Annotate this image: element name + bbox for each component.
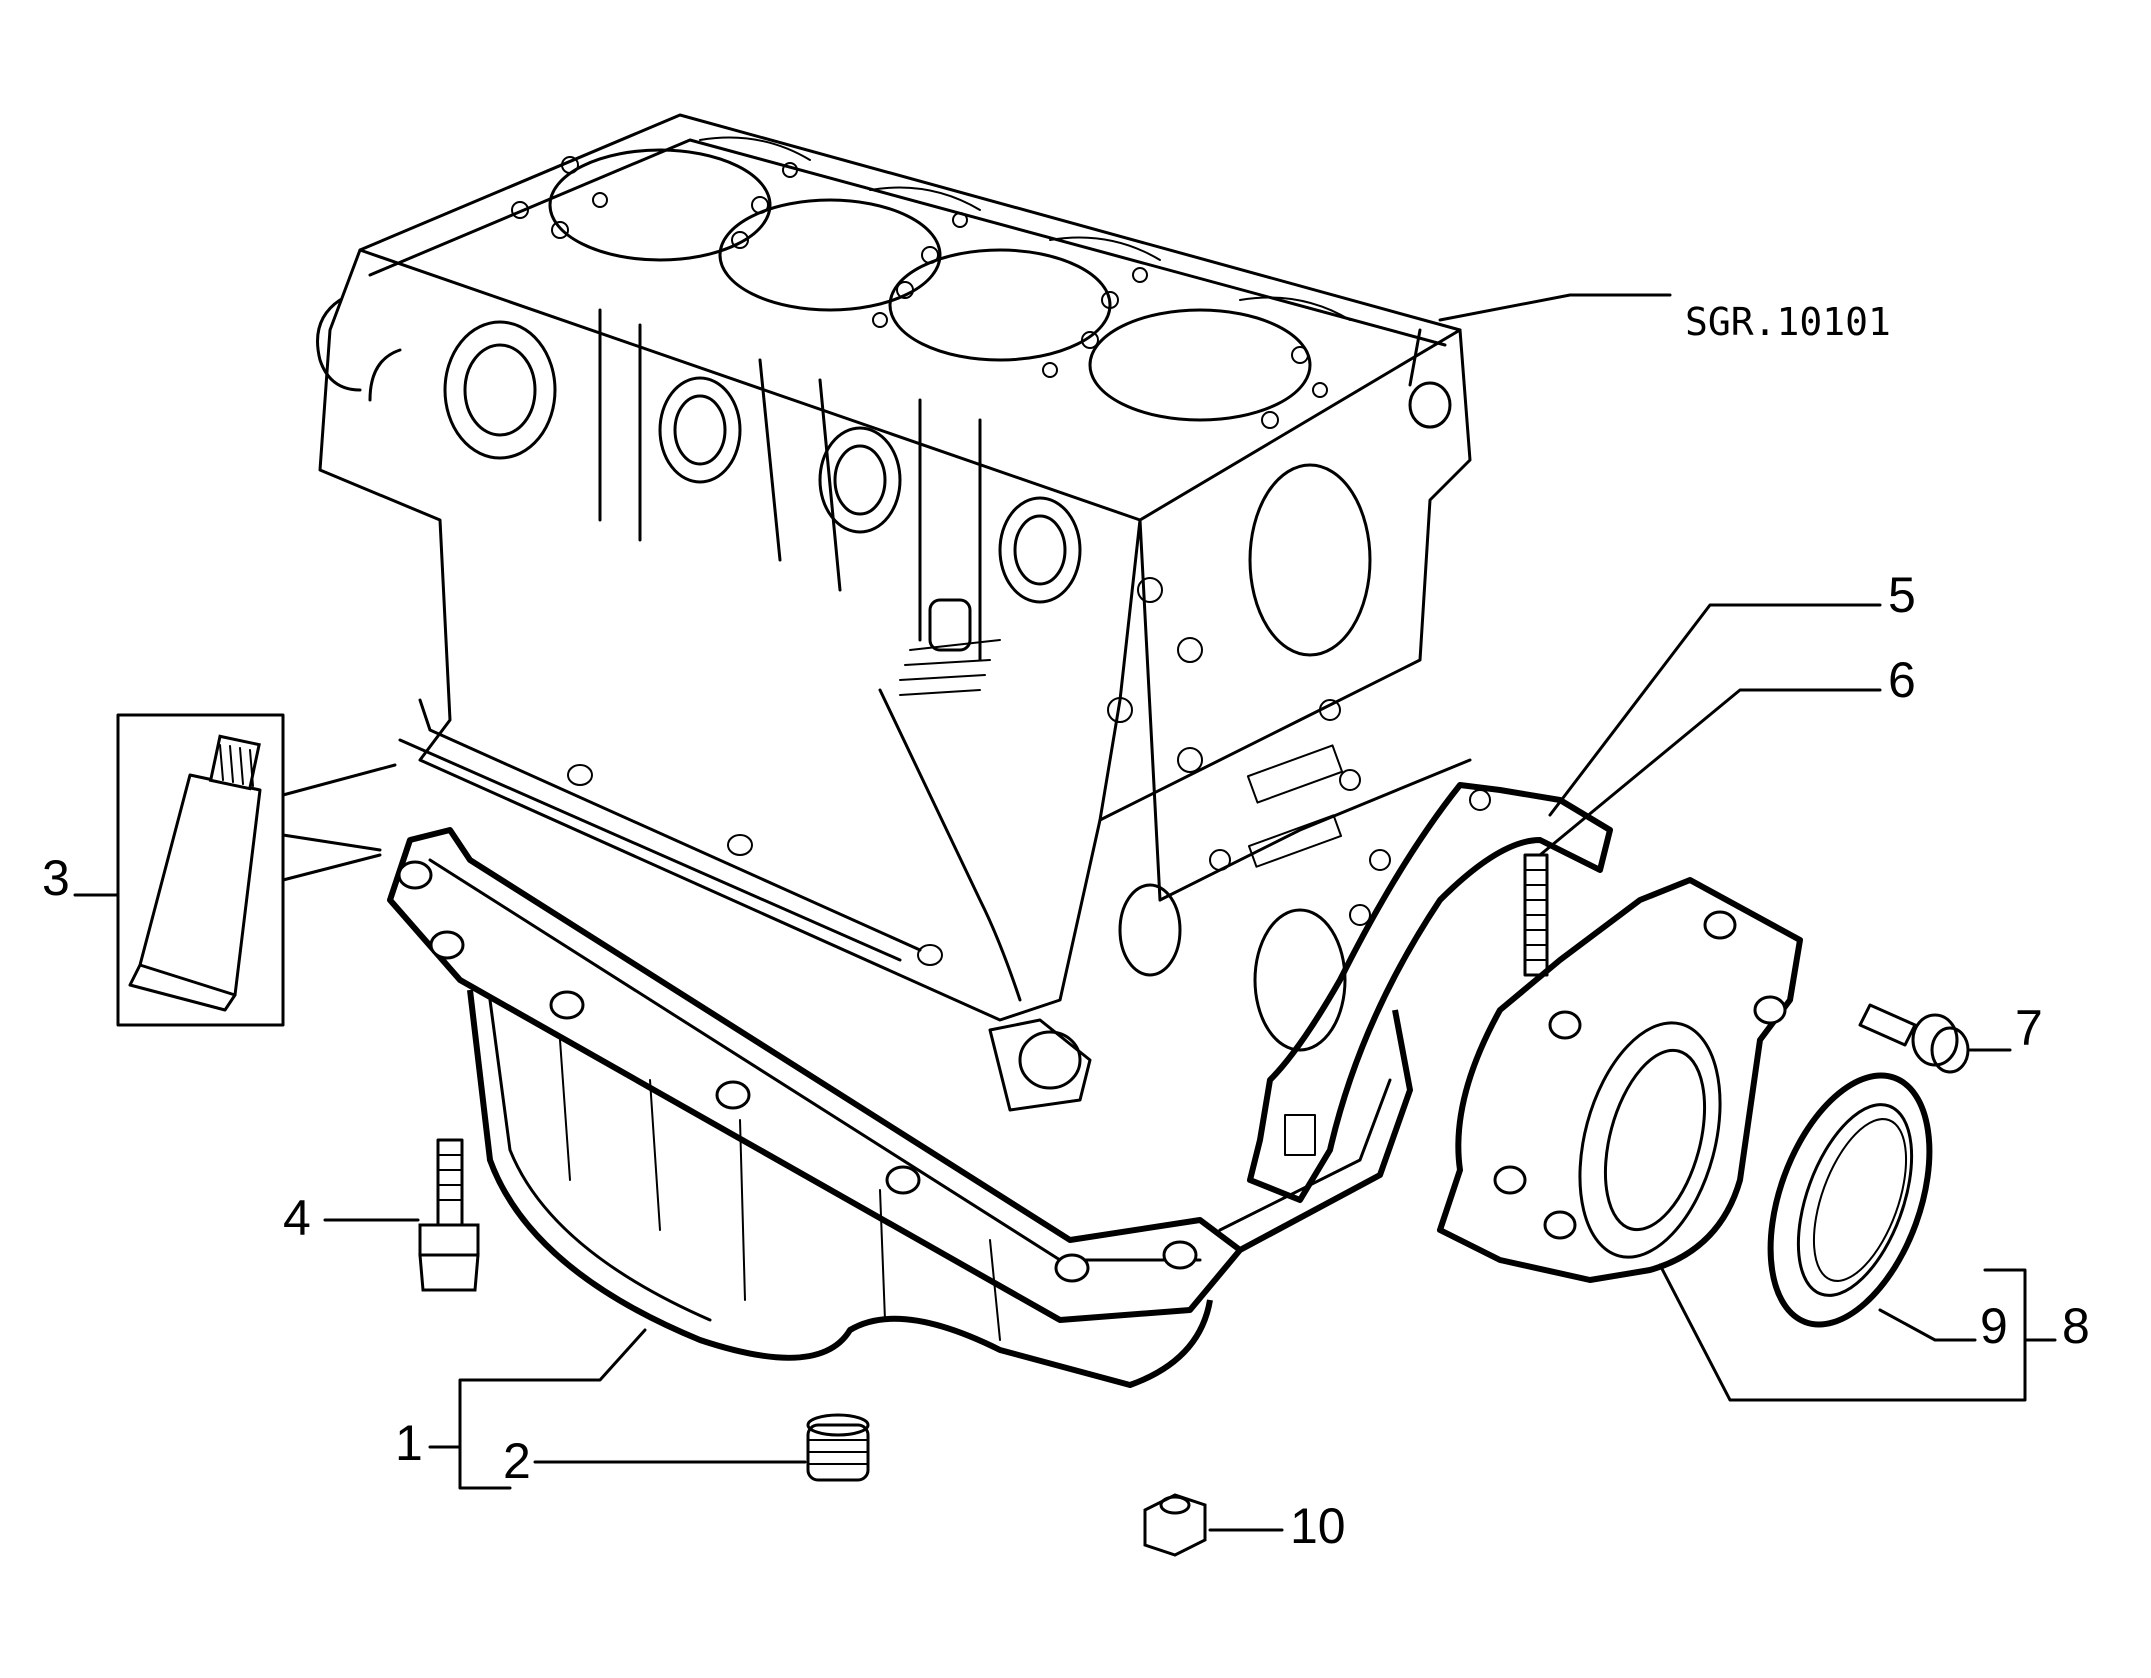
callout-9: 9 xyxy=(1980,1298,2008,1354)
leader-lines xyxy=(73,293,2057,1532)
callout-10: 10 xyxy=(1290,1498,1346,1554)
reference-code: SGR.10101 xyxy=(1685,300,1891,344)
seal-housing xyxy=(1437,877,1803,1283)
callout-6: 6 xyxy=(1888,652,1916,708)
callout-7: 7 xyxy=(2015,1000,2043,1056)
rear-gasket xyxy=(1247,782,1613,1203)
callout-8: 8 xyxy=(2062,1298,2090,1354)
callout-3: 3 xyxy=(42,850,70,906)
stud xyxy=(1523,853,1549,977)
oil-pan xyxy=(387,827,1413,1388)
callout-2: 2 xyxy=(503,1433,531,1489)
nut xyxy=(1143,1493,1207,1557)
drain-plug xyxy=(806,1413,870,1482)
engine-block xyxy=(316,113,1472,1112)
bolt xyxy=(1858,1003,1970,1074)
callout-1: 1 xyxy=(395,1415,423,1471)
callout-5: 5 xyxy=(1888,567,1916,623)
oil-seal xyxy=(1767,1072,1933,1328)
sealant-tube xyxy=(116,713,285,1027)
callout-4: 4 xyxy=(283,1190,311,1246)
stud-with-nut xyxy=(418,1138,480,1292)
